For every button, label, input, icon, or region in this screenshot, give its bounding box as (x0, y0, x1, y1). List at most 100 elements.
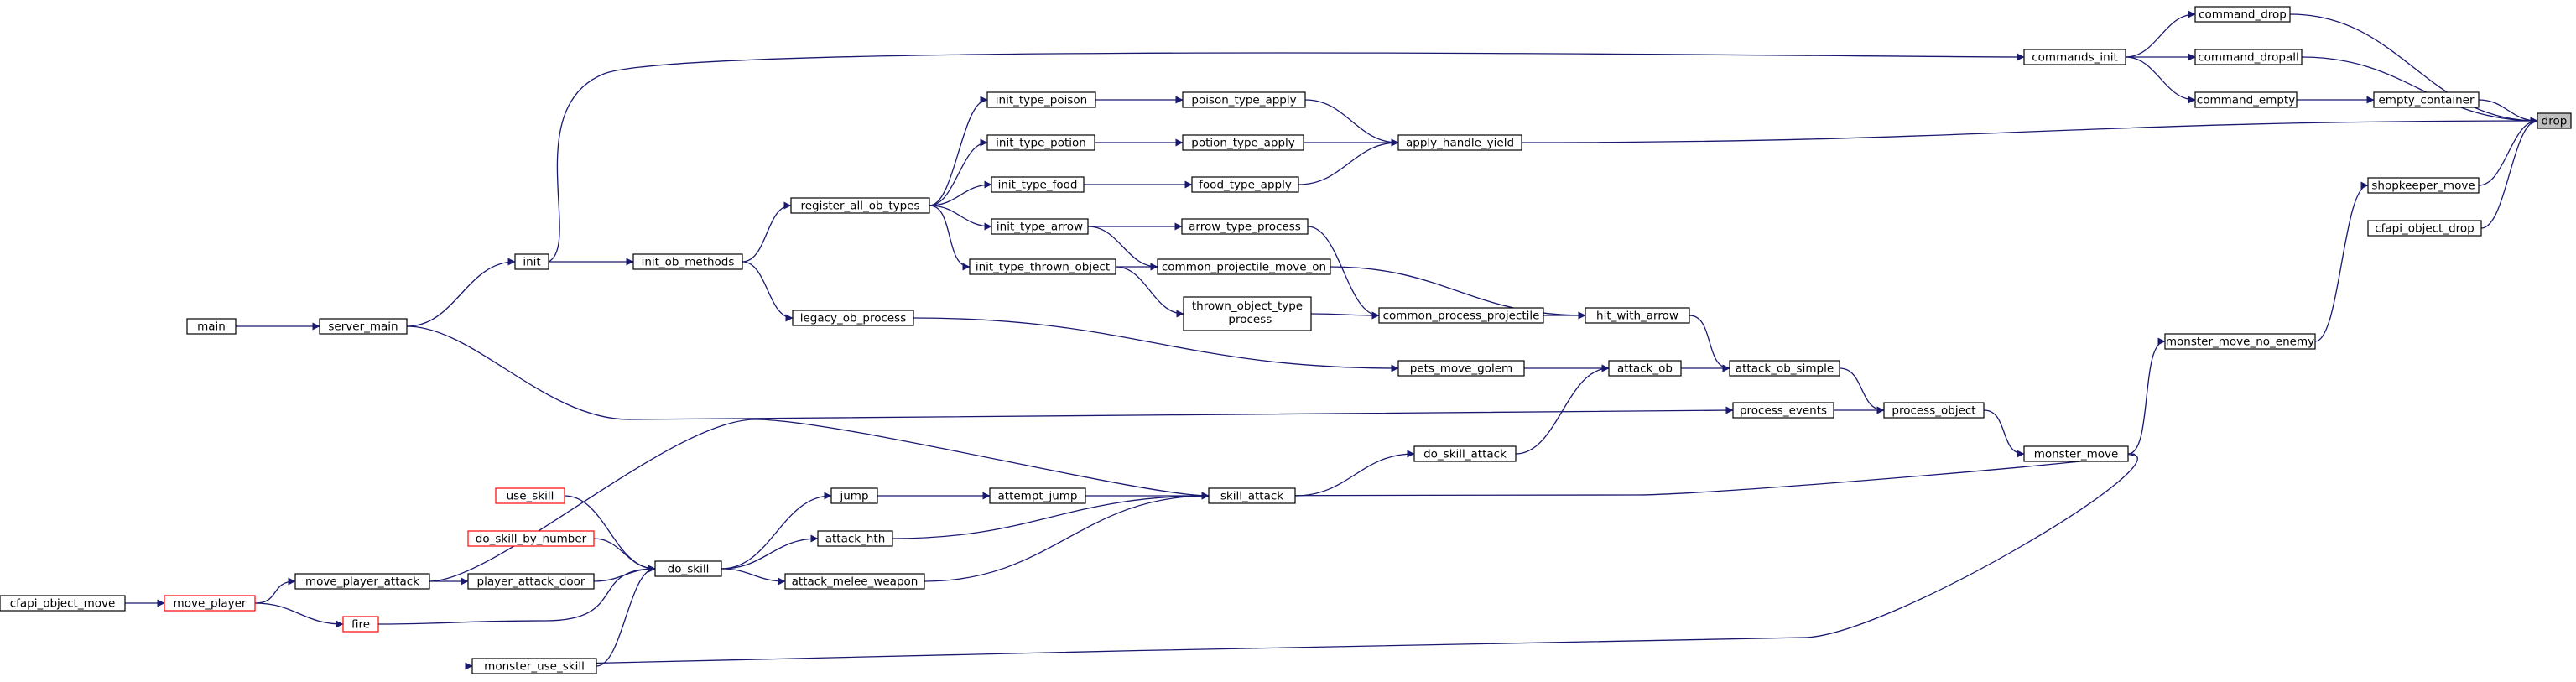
node-shopkeeper-move[interactable]: shopkeeper_move (2367, 177, 2480, 194)
node-init-type-arrow[interactable]: init_type_arrow (991, 218, 1089, 235)
edge-command_dropall-to-drop (2301, 56, 2538, 125)
node-label: drop (2542, 115, 2568, 128)
node-cfapi-object-drop[interactable]: cfapi_object_drop (2367, 220, 2482, 237)
node-player-attack-door[interactable]: player_attack_door (467, 573, 595, 590)
node-label: attack_ob_simple (1736, 362, 1834, 376)
node-pets-move-golem[interactable]: pets_move_golem (1397, 360, 1525, 377)
node-thrown-object-type-process[interactable]: thrown_object_type_process (1183, 296, 1312, 331)
node-label: do_skill (668, 563, 710, 576)
node-register-all-ob-types[interactable]: register_all_ob_types (790, 197, 930, 214)
node-box (0, 595, 126, 612)
node-skill-attack[interactable]: skill_attack (1208, 487, 1296, 504)
node-label: monster_use_skill (484, 660, 585, 674)
edge-attack_ob_simple-to-process_object (1839, 367, 1885, 414)
node-legacy-ob-process[interactable]: legacy_ob_process (792, 310, 914, 326)
node-move-player-attack[interactable]: move_player_attack (294, 573, 430, 590)
node-process-events[interactable]: process_events (1732, 402, 1834, 419)
node-attack-melee-weapon[interactable]: attack_melee_weapon (784, 573, 925, 590)
node-box (1397, 134, 1522, 151)
node-box (1883, 402, 1985, 419)
node-common-projectile-move-on[interactable]: common_projectile_move_on (1157, 258, 1331, 275)
node-label: skill_attack (1220, 490, 1283, 503)
node-init-type-thrown-object[interactable]: init_type_thrown_object (969, 258, 1116, 275)
node-potion-type-apply[interactable]: potion_type_apply (1182, 134, 1304, 151)
edge-do_skill_attack-to-attack_ob (1515, 364, 1610, 455)
node-init-type-poison[interactable]: init_type_poison (986, 91, 1096, 108)
node-monster-move[interactable]: monster_move (2023, 445, 2129, 462)
node-attack-ob[interactable]: attack_ob (1608, 360, 1682, 377)
node-label: command_drop (2199, 8, 2287, 22)
nodes-layer: drop command_drop command_dropall command_e… (0, 6, 2572, 674)
node-box (164, 595, 256, 612)
node-box (1183, 296, 1312, 331)
node-arrow-type-process[interactable]: arrow_type_process (1181, 218, 1309, 235)
node-box (467, 530, 595, 547)
node-common-process-projectile[interactable]: common_process_projectile (1378, 307, 1544, 324)
node-main[interactable]: main (186, 318, 237, 335)
node-command-drop[interactable]: command_drop (2194, 6, 2291, 23)
node-empty-container[interactable]: empty_container (2373, 91, 2480, 108)
node-box (1157, 258, 1331, 275)
node-do-skill-attack[interactable]: do_skill_attack (1413, 445, 1517, 462)
node-label: empty_container (2378, 94, 2474, 107)
node-commands-init[interactable]: commands_init (2023, 49, 2126, 65)
node-do-skill[interactable]: do_skill (654, 560, 722, 577)
node-label: init_type_thrown_object (976, 261, 1110, 274)
edge-common_projectile_move_on-to-hit_with_arrow (1330, 266, 1586, 320)
node-hit-with-arrow[interactable]: hit_with_arrow (1585, 307, 1690, 324)
edge-poison_type_apply-to-apply_handle_yield (1304, 99, 1399, 147)
edge-commands_init-to-command_drop (2125, 10, 2196, 58)
node-do-skill-by-number[interactable]: do_skill_by_number (467, 530, 595, 547)
node-label: fire (351, 618, 370, 632)
edge-monster_move-to-monster_move_no_enemy (2127, 337, 2166, 455)
node-label: process_object (1892, 404, 1975, 418)
node-box (2194, 6, 2291, 23)
node-monster-move-no-enemy[interactable]: monster_move_no_enemy (2164, 333, 2316, 350)
node-use-skill[interactable]: use_skill (495, 487, 565, 504)
edge-init_type_thrown_object-to-thrown_object_type_process (1115, 266, 1184, 318)
node-label: main (197, 320, 226, 334)
node-box (817, 530, 893, 547)
edges-layer (124, 10, 2538, 670)
node-init-type-food[interactable]: init_type_food (991, 176, 1085, 193)
edge-monster_use_skill-to-do_skill (596, 565, 656, 667)
node-food-type-apply[interactable]: food_type_apply (1191, 176, 1299, 193)
node-monster-use-skill[interactable]: monster_use_skill (471, 658, 597, 674)
node-attempt-jump[interactable]: attempt_jump (989, 487, 1086, 504)
node-fire[interactable]: fire (342, 616, 379, 633)
edge-register_all_ob_types-to-init_type_poison (929, 96, 988, 206)
node-box (1608, 360, 1682, 377)
node-box (186, 318, 237, 335)
edge-thrown_object_type_process-to-common_process_projectile (1310, 311, 1380, 320)
node-init-type-potion[interactable]: init_type_potion (986, 134, 1095, 151)
node-box (1413, 445, 1517, 462)
node-process-object[interactable]: process_object (1883, 402, 1985, 419)
node-drop[interactable]: drop (2537, 112, 2572, 129)
node-cfapi-object-move[interactable]: cfapi_object_move (0, 595, 126, 612)
edge-empty_container-to-drop (2478, 99, 2538, 125)
node-init[interactable]: init (514, 253, 549, 270)
edge-do_skill-to-attack_melee_weapon (721, 568, 786, 586)
node-init-ob-methods[interactable]: init_ob_methods (632, 253, 743, 270)
node-command-dropall[interactable]: command_dropall (2194, 49, 2303, 65)
node-attack-hth[interactable]: attack_hth (817, 530, 893, 547)
node-command-empty[interactable]: command_empty (2194, 91, 2298, 108)
node-label: use_skill (507, 490, 554, 503)
node-label: jump (839, 490, 868, 503)
node-box (1181, 218, 1309, 235)
node-label: init_type_poison (996, 94, 1087, 107)
node-box (1729, 360, 1840, 377)
node-label: pets_move_golem (1410, 362, 1512, 376)
node-label: command_dropall (2198, 51, 2299, 65)
node-label: move_player (174, 597, 247, 611)
node-apply-handle-yield[interactable]: apply_handle_yield (1397, 134, 1522, 151)
node-jump[interactable]: jump (830, 487, 878, 504)
node-poison-type-apply[interactable]: poison_type_apply (1182, 91, 1306, 108)
node-move-player[interactable]: move_player (164, 595, 256, 612)
node-attack-ob-simple[interactable]: attack_ob_simple (1729, 360, 1840, 377)
node-label: common_projectile_move_on (1162, 261, 1326, 274)
node-server-main[interactable]: server_main (319, 318, 408, 335)
edge-command_drop-to-drop (2289, 13, 2538, 125)
node-box (495, 487, 565, 504)
